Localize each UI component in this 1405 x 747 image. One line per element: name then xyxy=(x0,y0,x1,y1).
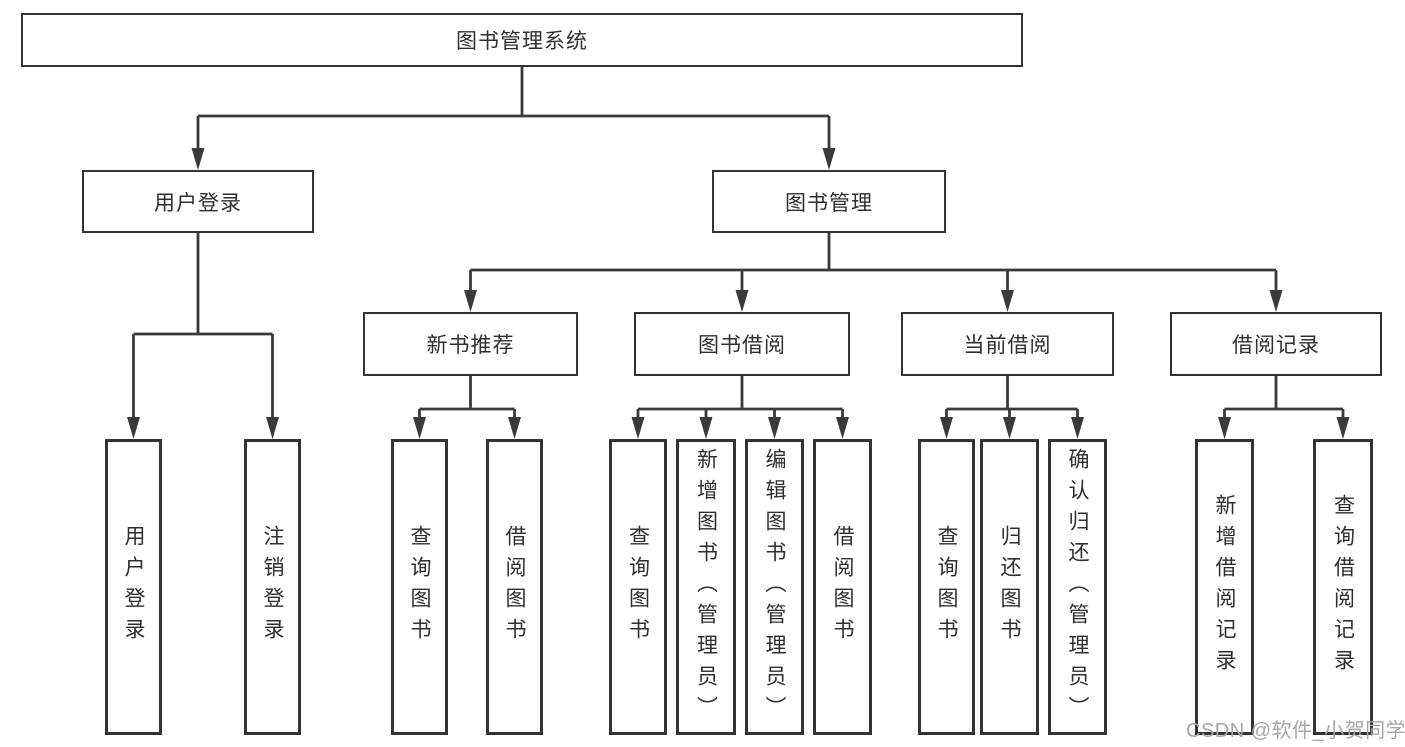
node-label: 编辑图书（管理员） xyxy=(763,447,786,727)
arrowhead-icon xyxy=(1269,290,1283,312)
node-user-login: 用户登录 xyxy=(82,170,314,233)
arrowhead-icon xyxy=(464,290,477,312)
node-leaf-add-book-admin: 新增图书（管理员） xyxy=(676,439,736,735)
arrowhead-icon xyxy=(836,417,849,439)
node-book-management: 图书管理 xyxy=(712,170,946,233)
node-leaf-query-books-borrow: 查询图书 xyxy=(609,439,667,735)
connector-book-borrow-to-leaves xyxy=(636,376,844,419)
node-label: 借阅记录 xyxy=(1232,334,1320,357)
node-label: 归还图书 xyxy=(998,525,1021,649)
node-label: 查询借阅记录 xyxy=(1331,494,1355,680)
arrowhead-icon xyxy=(822,148,836,170)
connector-root-to-level2 xyxy=(196,67,831,150)
node-label: 新增借阅记录 xyxy=(1213,494,1236,680)
node-label: 图书借阅 xyxy=(698,334,786,357)
node-leaf-query-books-recommend: 查询图书 xyxy=(391,439,448,735)
node-leaf-query-books-current: 查询图书 xyxy=(918,439,975,735)
node-leaf-confirm-return-admin: 确认归还（管理员） xyxy=(1048,439,1107,735)
arrowhead-icon xyxy=(940,417,953,439)
connector-new-book-recommend-to-leaves xyxy=(418,376,516,419)
arrowhead-icon xyxy=(266,417,279,439)
watermark: CSDN @软件_小贺同学 xyxy=(1186,720,1405,742)
node-leaf-user-login: 用户登录 xyxy=(105,439,162,735)
arrowhead-icon xyxy=(699,417,713,439)
node-leaf-logout: 注销登录 xyxy=(244,439,301,735)
arrowhead-icon xyxy=(735,290,749,312)
node-label: 用户登录 xyxy=(154,191,242,215)
node-label: 查询图书 xyxy=(935,525,958,649)
node-label: 注销登录 xyxy=(261,525,284,649)
node-current-borrowing: 当前借阅 xyxy=(901,312,1114,376)
node-label: 查询图书 xyxy=(408,525,431,649)
arrowhead-icon xyxy=(768,417,781,439)
node-library-system: 图书管理系统 xyxy=(21,13,1023,67)
node-label: 新增图书（管理员） xyxy=(694,447,718,727)
node-label: 查询图书 xyxy=(626,525,650,649)
arrowhead-icon xyxy=(1071,417,1084,439)
node-label: 确认归还（管理员） xyxy=(1066,447,1089,727)
node-leaf-query-borrow-record: 查询借阅记录 xyxy=(1313,439,1373,735)
node-label: 新书推荐 xyxy=(426,334,515,357)
node-label: 用户登录 xyxy=(122,525,145,649)
node-new-book-recommendation: 新书推荐 xyxy=(363,312,578,376)
arrowhead-icon xyxy=(1336,417,1350,439)
node-leaf-borrow-books-recommend: 借阅图书 xyxy=(486,439,543,735)
connector-user-login-to-leaves xyxy=(132,233,274,419)
arrowhead-icon xyxy=(508,417,521,439)
node-label: 图书管理系统 xyxy=(456,30,588,53)
arrowhead-icon xyxy=(1218,417,1231,439)
arrowhead-icon xyxy=(1003,417,1016,439)
node-book-borrowing: 图书借阅 xyxy=(634,312,850,376)
arrowhead-icon xyxy=(631,417,645,439)
arrowhead-icon xyxy=(191,148,205,170)
node-label: 借阅图书 xyxy=(831,525,854,649)
node-leaf-edit-book-admin: 编辑图书（管理员） xyxy=(745,439,804,735)
arrowhead-icon xyxy=(127,417,140,439)
arrowheads xyxy=(127,148,1350,439)
arrowhead-icon xyxy=(413,417,426,439)
node-leaf-add-borrow-record: 新增借阅记录 xyxy=(1195,439,1254,735)
node-label: 当前借阅 xyxy=(963,334,1052,357)
node-leaf-return-book: 归还图书 xyxy=(980,439,1039,735)
node-label: 借阅图书 xyxy=(503,525,526,649)
arrowhead-icon xyxy=(1001,290,1014,312)
node-leaf-borrow-books-borrow: 借阅图书 xyxy=(813,439,872,735)
connector-book-management-to-level3 xyxy=(469,233,1278,292)
node-label: 图书管理 xyxy=(785,191,873,215)
connector-borrow-records-to-leaves xyxy=(1223,376,1345,419)
node-borrowing-records: 借阅记录 xyxy=(1170,312,1382,376)
connector-current-borrow-to-leaves xyxy=(945,376,1079,419)
